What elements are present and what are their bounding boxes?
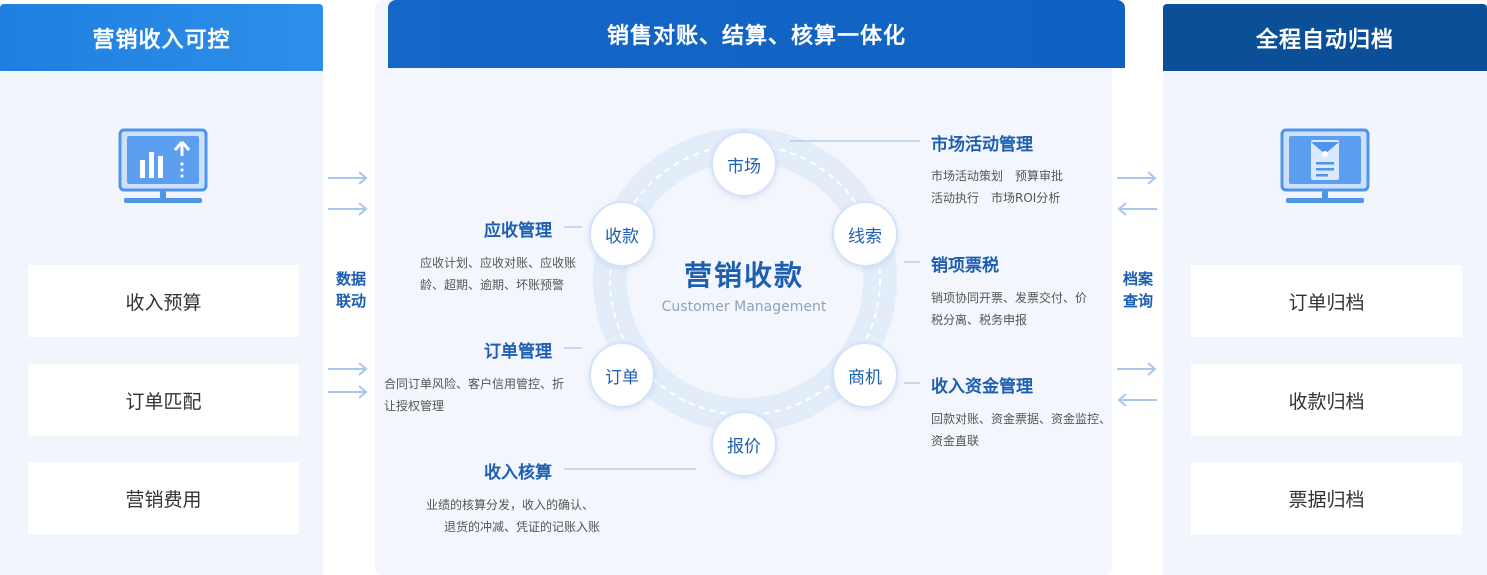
document-monitor-icon [1280, 128, 1370, 203]
feature-title-market-activity: 市场活动管理 [931, 135, 1033, 155]
node-opportunity: 商机 [832, 342, 898, 408]
feature-desc-order-management: 合同订单风险、客户信用管控、折 让授权管理 [384, 377, 565, 413]
chart-monitor-icon [118, 128, 208, 203]
feature-desc-output-tax: 销项协同开票、发票交付、价 税分离、税务申报 [931, 291, 1088, 327]
feature-desc-revenue-accounting: 业绩的核算分发，收入的确认、 退货的冲减、凭证的记账入账 [426, 498, 601, 534]
feature-title-revenue-accounting: 收入核算 [484, 463, 552, 483]
feature-title-receivables: 应收管理 [484, 221, 552, 241]
middle-panel-title: 销售对账、结算、核算一体化 [388, 0, 1125, 68]
arrow-bidirectional-icon [1117, 171, 1157, 216]
connector-label-data-link: 数据 联动 [335, 270, 366, 310]
feature-title-order-management: 订单管理 [484, 342, 552, 362]
connector-label-archive-query: 档案 查询 [1122, 270, 1153, 310]
node-payment: 收款 [589, 201, 655, 267]
node-quote: 报价 [711, 411, 777, 477]
cycle-ring [593, 128, 897, 432]
arrow-right-icon [328, 171, 368, 216]
feature-title-revenue-funds: 收入资金管理 [931, 377, 1033, 397]
feature-desc-revenue-funds: 回款对账、资金票据、资金监控、 资金直联 [931, 412, 1112, 448]
right-item-order-archive: 订单归档 [1191, 265, 1462, 337]
arrow-right-icon [328, 362, 368, 399]
node-lead: 线索 [832, 201, 898, 267]
feature-desc-receivables: 应收计划、应收对账、应收账 龄、超期、逾期、坏账预警 [420, 256, 577, 292]
left-item-budget: 收入预算 [28, 265, 299, 337]
center-subtitle: Customer Management [661, 299, 827, 315]
node-market: 市场 [711, 131, 777, 197]
feature-desc-market-activity: 市场活动策划 预算审批 活动执行 市场ROI分析 [931, 169, 1064, 205]
leader-lines [564, 140, 920, 470]
node-order: 订单 [589, 342, 655, 408]
left-panel-title: 营销收入可控 [0, 4, 323, 71]
right-item-invoice-archive: 票据归档 [1191, 462, 1462, 534]
center-title: 营销收款 [683, 259, 804, 292]
arrow-bidirectional-icon [1117, 362, 1157, 407]
right-item-payment-archive: 收款归档 [1191, 364, 1462, 436]
feature-title-output-tax: 销项票税 [931, 256, 999, 276]
left-item-marketing-cost: 营销费用 [28, 462, 299, 534]
left-item-order-match: 订单匹配 [28, 364, 299, 436]
right-panel-title: 全程自动归档 [1163, 4, 1487, 71]
